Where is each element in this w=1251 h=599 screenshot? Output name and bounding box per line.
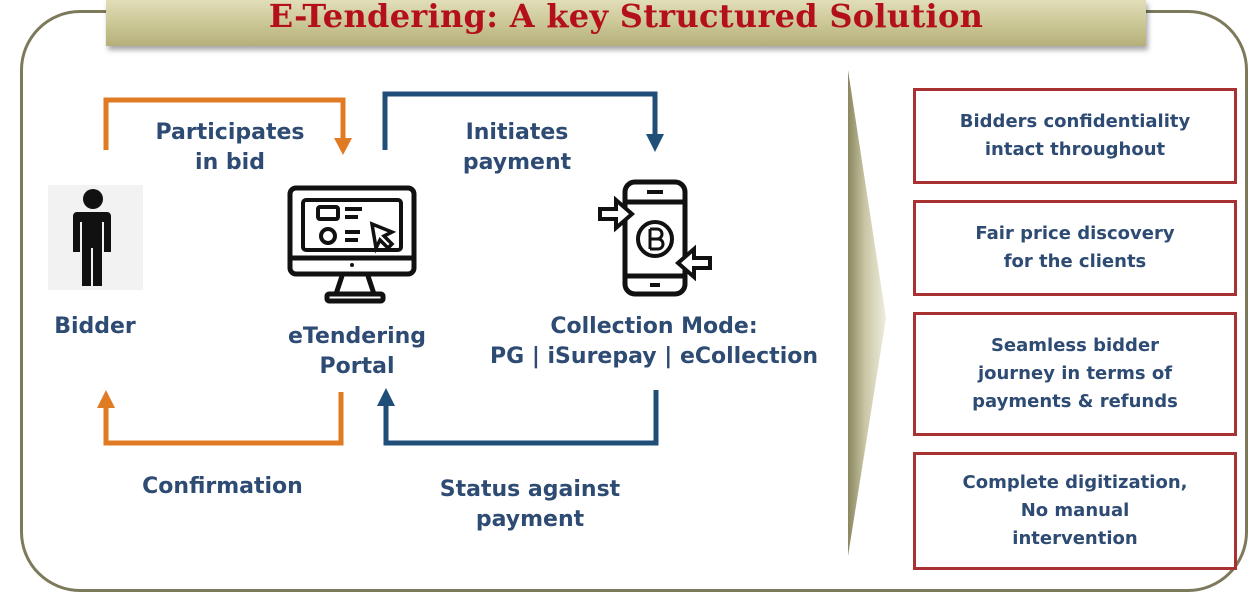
initiates-label: Initiates payment	[462, 120, 572, 175]
participates-arrow	[103, 97, 346, 150]
status-arrow	[383, 390, 659, 446]
status-arrowhead	[377, 388, 395, 406]
title-banner: E-Tendering: A key Structured Solution	[106, 0, 1146, 46]
confirmation-arrowhead	[97, 390, 115, 408]
bidder-label: Bidder	[54, 314, 136, 339]
benefit-box-seamless-journey: Seamless bidder journey in terms of paym…	[913, 312, 1237, 436]
benefit-box-confidentiality: Bidders confidentiality intact throughou…	[913, 88, 1237, 184]
page-title: E-Tendering: A key Structured Solution	[268, 0, 984, 35]
collection-mode-label: Collection Mode: PG | iSurepay | eCollec…	[489, 314, 819, 369]
confirmation-label: Confirmation	[142, 474, 303, 499]
initiates-arrowhead	[646, 134, 664, 152]
mobile-payment-icon	[598, 179, 712, 297]
computer-monitor-icon	[287, 185, 417, 304]
confirmation-arrow	[103, 392, 344, 446]
participates-arrowhead	[334, 138, 352, 155]
benefit-box-price-discovery: Fair price discovery for the clients	[913, 200, 1237, 296]
participates-label: Participates in bid	[155, 120, 305, 175]
chevron-separator	[848, 70, 886, 556]
person-icon	[48, 185, 143, 290]
portal-label: eTendering Portal	[287, 324, 427, 379]
initiates-arrow	[382, 91, 658, 150]
status-label: Status against payment	[439, 477, 621, 532]
benefit-box-digitization: Complete digitization, No manual interve…	[913, 452, 1237, 570]
